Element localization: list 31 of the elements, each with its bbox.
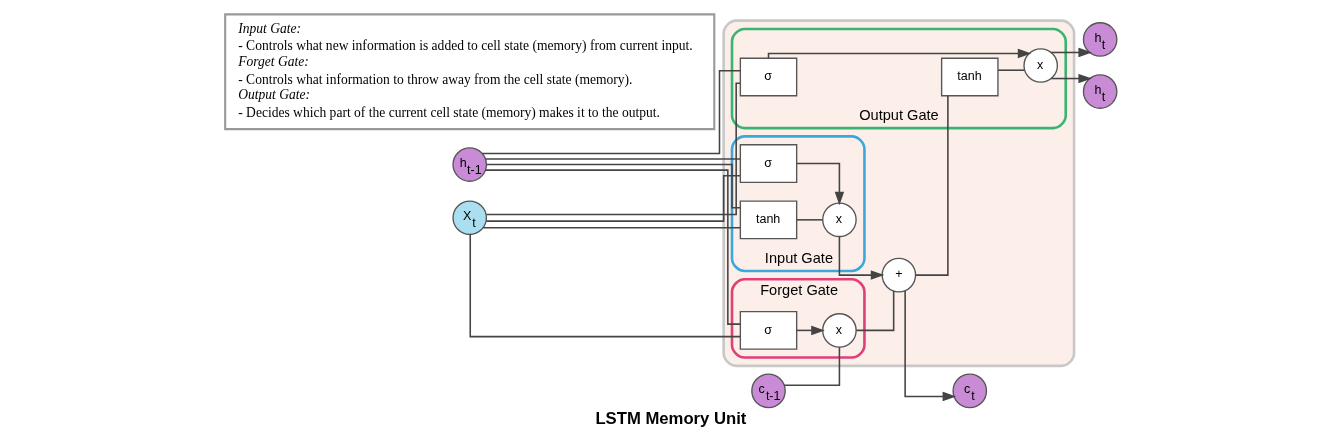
- node-box: σ: [739, 57, 797, 97]
- connector: [468, 234, 741, 338]
- connector: [481, 69, 741, 155]
- arrow: [795, 162, 844, 206]
- caption: LSTM Memory Unit: [594, 409, 746, 429]
- connector: [855, 290, 894, 332]
- connector: [484, 158, 741, 160]
- connector: [996, 69, 1025, 71]
- arrow: [1050, 47, 1092, 58]
- connector: [782, 346, 840, 387]
- arrow: [838, 235, 884, 280]
- node-box: σ: [739, 310, 797, 350]
- node-circle: x: [821, 202, 857, 238]
- connector: [914, 95, 949, 276]
- connector: [485, 82, 741, 216]
- arrow: [903, 290, 956, 402]
- arrow: [1050, 73, 1092, 84]
- connector: [795, 219, 823, 221]
- cluster: [721, 19, 1075, 368]
- node-circle: x: [821, 313, 857, 348]
- node-circle: x: [1022, 48, 1058, 83]
- node-box: tanh: [940, 57, 999, 97]
- connector: [485, 163, 741, 209]
- node-box: Input Gate: - Controls what new information is added to cell state (memory) from current input. Forget Gate: - Controls what information to throw away from the cell state (memory). Output Gate: - Decides which part of the current cell state (memory) makes it to the output.: [223, 13, 715, 131]
- node-box: σ: [739, 144, 797, 183]
- connector: [485, 174, 741, 222]
- arrow: [767, 48, 1031, 59]
- node-box: tanh: [739, 200, 797, 240]
- connector: [482, 227, 741, 229]
- node-circle: +: [881, 257, 916, 293]
- connector: [484, 169, 741, 325]
